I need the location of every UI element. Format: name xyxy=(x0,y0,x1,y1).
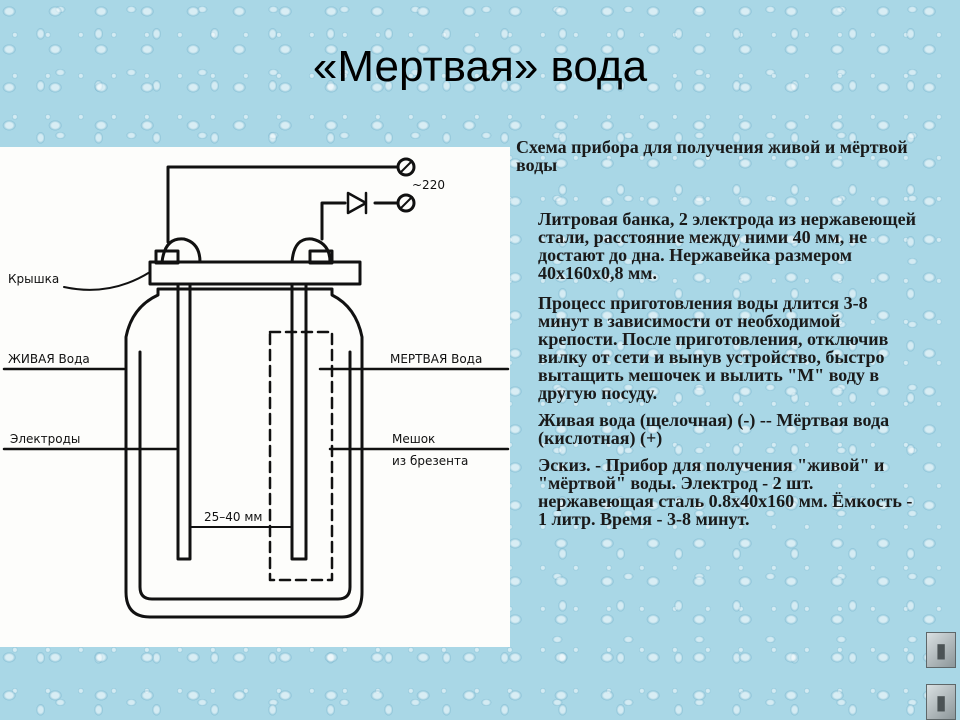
distance-label: 25–40 мм xyxy=(204,510,262,524)
diode xyxy=(346,191,368,215)
caption-paragraph-jar: Литровая банка, 2 электрода из нержавеющ… xyxy=(538,209,916,283)
caption-paragraph-sketch: Эскиз. - Прибор для получения "живой" и … xyxy=(538,455,913,529)
caption-paragraph-process: Процесс приготовления воды длится 3-8 ми… xyxy=(538,293,889,403)
right-electrode xyxy=(290,282,308,561)
description-panel: Схема прибора для получения живой и мёрт… xyxy=(516,138,916,528)
slide-nav-button[interactable]: ▮ xyxy=(926,632,956,668)
dead-water-label: МЕРТВАЯ Вода xyxy=(390,352,482,366)
wire-left xyxy=(166,165,400,244)
apparatus-diagram: ~220 Крышка ЖИВАЯ Вода МЕРТВАЯ Вода Элек… xyxy=(0,147,510,647)
jar-lid xyxy=(148,260,362,286)
caption-heading: Схема прибора для получения живой и мёрт… xyxy=(516,137,908,175)
plug-pin-top xyxy=(396,157,416,177)
electrodes-label: Электроды xyxy=(10,432,80,446)
jar-inner-line xyxy=(138,350,352,601)
canvas-bag xyxy=(268,330,334,582)
plug-pin-bottom xyxy=(396,193,416,213)
caption-paragraph-polarity: Живая вода (щелочная) (-) -- Мёртвая вод… xyxy=(538,410,890,448)
live-water-label: ЖИВАЯ Вода xyxy=(8,352,90,366)
jar-outline xyxy=(124,287,364,619)
voltage-label: ~220 xyxy=(412,178,445,192)
slide-nav-button-next[interactable]: ▮ xyxy=(926,684,956,720)
slide-title: «Мертвая» вода xyxy=(312,42,648,91)
page-icon: ▮ xyxy=(935,638,947,662)
bag-label-line2: из брезента xyxy=(392,454,468,468)
wire-right xyxy=(320,201,347,241)
bag-label-line1: Мешок xyxy=(392,432,435,446)
page-icon: ▮ xyxy=(935,690,947,714)
left-electrode xyxy=(176,282,192,561)
leader-lid xyxy=(63,271,151,291)
lid-label: Крышка xyxy=(8,272,59,286)
apparatus-schematic: ~220 Крышка ЖИВАЯ Вода МЕРТВАЯ Вода Элек… xyxy=(2,157,510,619)
